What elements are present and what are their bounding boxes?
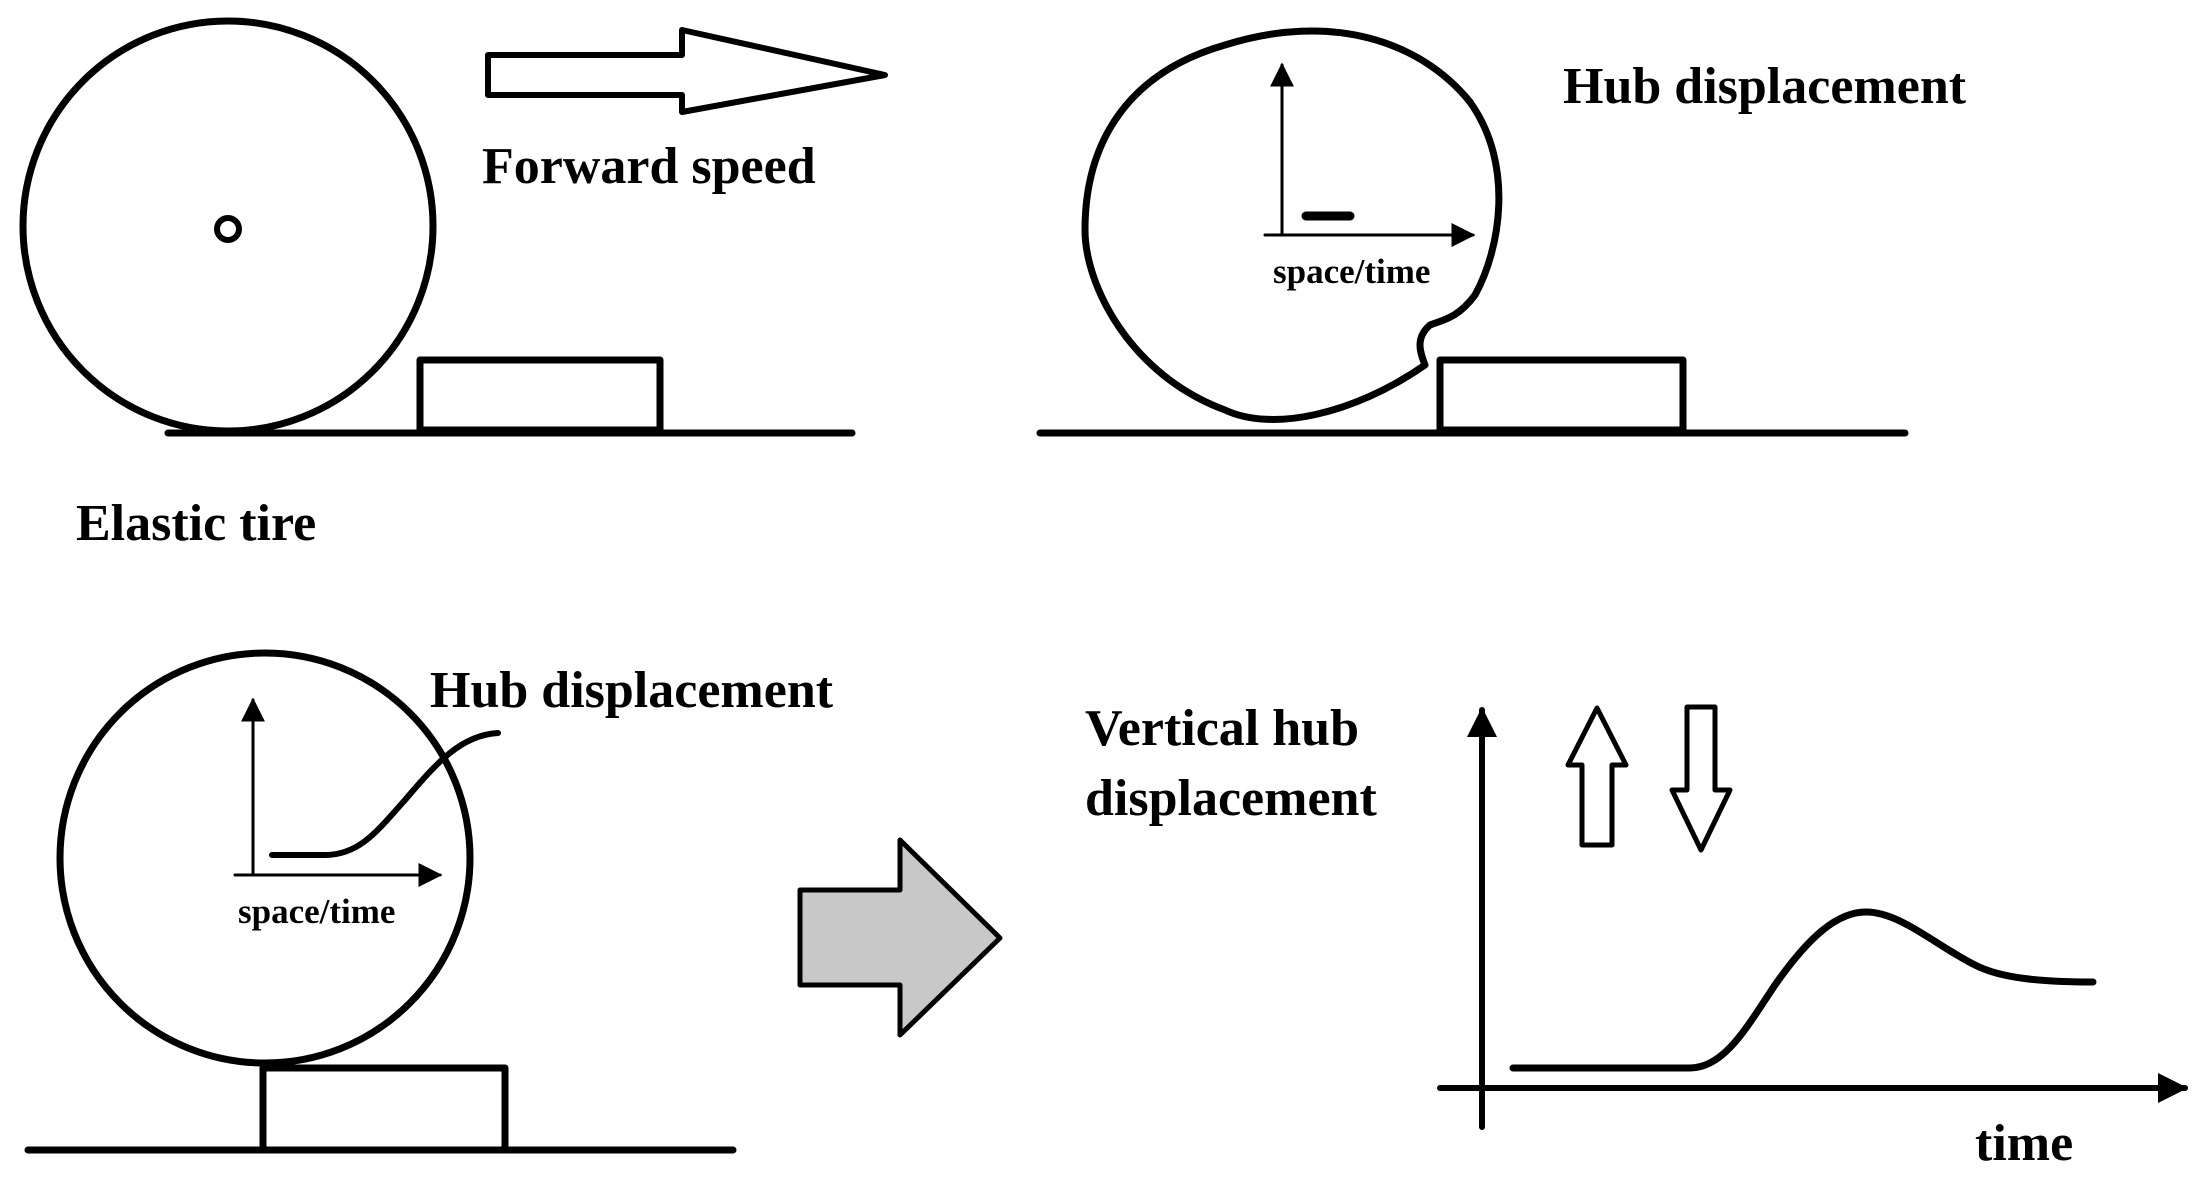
panel-tire-on-obstacle: space/time Hub displacement: [24, 649, 834, 1154]
tire-circle: [56, 649, 474, 1067]
forward-speed-label: Forward speed: [482, 138, 816, 195]
panel-tire-contact: space/time Hub displacement: [1036, 27, 1967, 437]
up-arrow-icon: [1565, 705, 1629, 848]
panel-vertical-hub-plot: Vertical hub displacement time: [1085, 700, 2188, 1172]
vertical-displacement-curve: [1509, 908, 2097, 1072]
transition-arrow: [797, 837, 1003, 1038]
vertical-hub-label-line2: displacement: [1085, 770, 1377, 827]
deformed-tire-outline: [1081, 27, 1503, 423]
tire-circle: [19, 17, 437, 435]
space-time-label: space/time: [238, 892, 395, 931]
space-time-label: space/time: [1273, 252, 1430, 291]
elastic-tire-label: Elastic tire: [76, 495, 316, 552]
time-axis-label: time: [1975, 1115, 2073, 1172]
forward-speed-arrow: [485, 27, 888, 115]
hub-center: [214, 215, 242, 243]
vertical-hub-label-line1: Vertical hub: [1085, 700, 1359, 757]
inset-displacement-curve: [269, 730, 501, 858]
road-obstacle: [1436, 356, 1687, 434]
hub-displacement-label: Hub displacement: [430, 662, 834, 719]
down-arrow-icon: [1669, 704, 1733, 853]
road-obstacle: [416, 356, 664, 434]
panel-elastic-tire: Forward speed Elastic tire: [19, 17, 888, 552]
hub-displacement-label: Hub displacement: [1563, 58, 1967, 115]
road-obstacle: [259, 1064, 509, 1154]
